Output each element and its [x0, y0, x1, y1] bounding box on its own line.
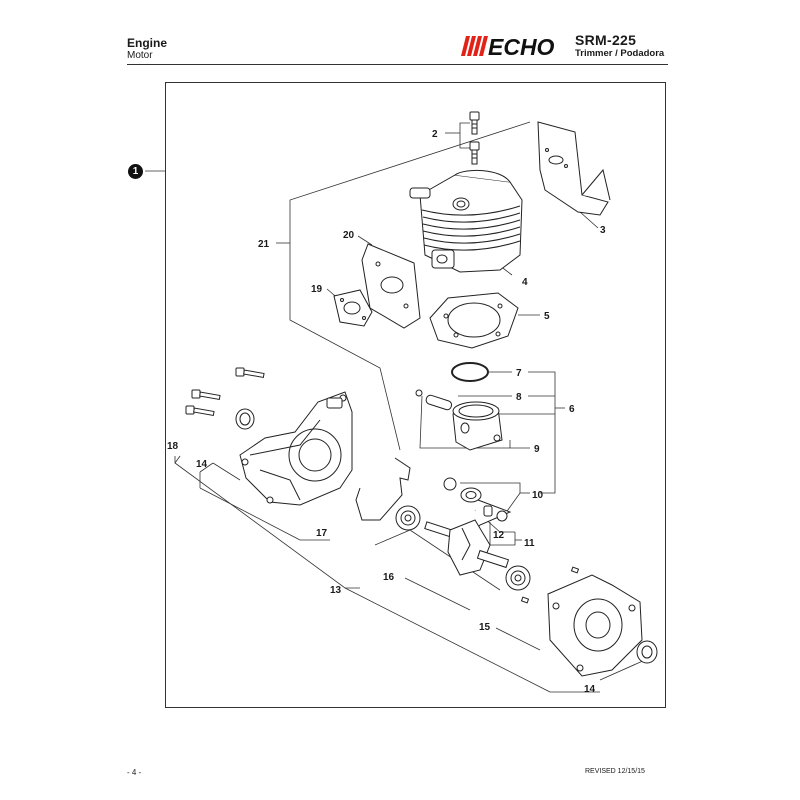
- callout-9: 9: [534, 444, 540, 455]
- callout-4: 4: [522, 277, 528, 288]
- model-heading: SRM-225 Trimmer / Podadora: [575, 32, 664, 59]
- callout-5: 5: [544, 311, 550, 322]
- callout-18: 18: [167, 441, 179, 452]
- insulator: [333, 289, 373, 327]
- heat-shield: [537, 121, 611, 216]
- callout-labels: 2 3 4 5 6 7 8 9 10 11 12 13 14 14 15 16 …: [167, 129, 606, 695]
- callout-13: 13: [330, 585, 342, 596]
- callout-11: 11: [524, 538, 535, 549]
- connecting-rod: [443, 477, 512, 541]
- echo-logo: ECHO: [460, 34, 572, 63]
- piston-assembly: [415, 389, 503, 451]
- callout-7: 7: [516, 368, 522, 379]
- callout-15: 15: [479, 622, 491, 633]
- brand-wordmark: ECHO: [488, 34, 555, 58]
- piston-ring: [451, 362, 489, 382]
- callout-3: 3: [600, 225, 606, 236]
- revision-date: REVISED 12/15/15: [585, 768, 645, 775]
- crankcase-bolts: [185, 367, 265, 417]
- section-heading: Engine Motor: [127, 36, 167, 62]
- cylinder-gasket: [429, 292, 519, 349]
- crankcase-gasket: [355, 457, 411, 521]
- callout-2: 2: [432, 129, 438, 140]
- callout-19: 19: [311, 284, 323, 295]
- crankcase-left: [239, 391, 353, 506]
- dowel-pins: [520, 566, 580, 604]
- callout-12: 12: [493, 530, 505, 541]
- callout-14-left: 14: [196, 459, 208, 470]
- crankshaft: [424, 519, 510, 576]
- intake-gasket: [361, 243, 421, 329]
- cylinder: [409, 169, 523, 273]
- diagram-frame: [165, 82, 666, 708]
- reference-badge: 1: [128, 164, 143, 179]
- cylinder-bolts: [469, 111, 480, 165]
- crankcase-right: [547, 574, 643, 677]
- callout-21: 21: [258, 239, 270, 250]
- callout-8: 8: [516, 392, 522, 403]
- main-bearings: [395, 505, 531, 591]
- model-number: SRM-225: [575, 32, 637, 48]
- callout-16: 16: [383, 572, 395, 583]
- callout-17: 17: [316, 528, 328, 539]
- callout-14-right: 14: [584, 684, 596, 695]
- callout-6: 6: [569, 404, 575, 415]
- leader-lines: [145, 121, 646, 693]
- section-subtitle: Motor: [127, 50, 153, 61]
- model-description: Trimmer / Podadora: [575, 48, 665, 59]
- callout-20: 20: [343, 230, 355, 241]
- callout-10: 10: [532, 490, 544, 501]
- section-title: Engine: [127, 36, 168, 50]
- header-rule: [127, 64, 668, 65]
- page-number: - 4 -: [127, 768, 142, 777]
- echo-logo-mark: ECHO: [461, 34, 555, 60]
- oil-seals: [235, 408, 658, 664]
